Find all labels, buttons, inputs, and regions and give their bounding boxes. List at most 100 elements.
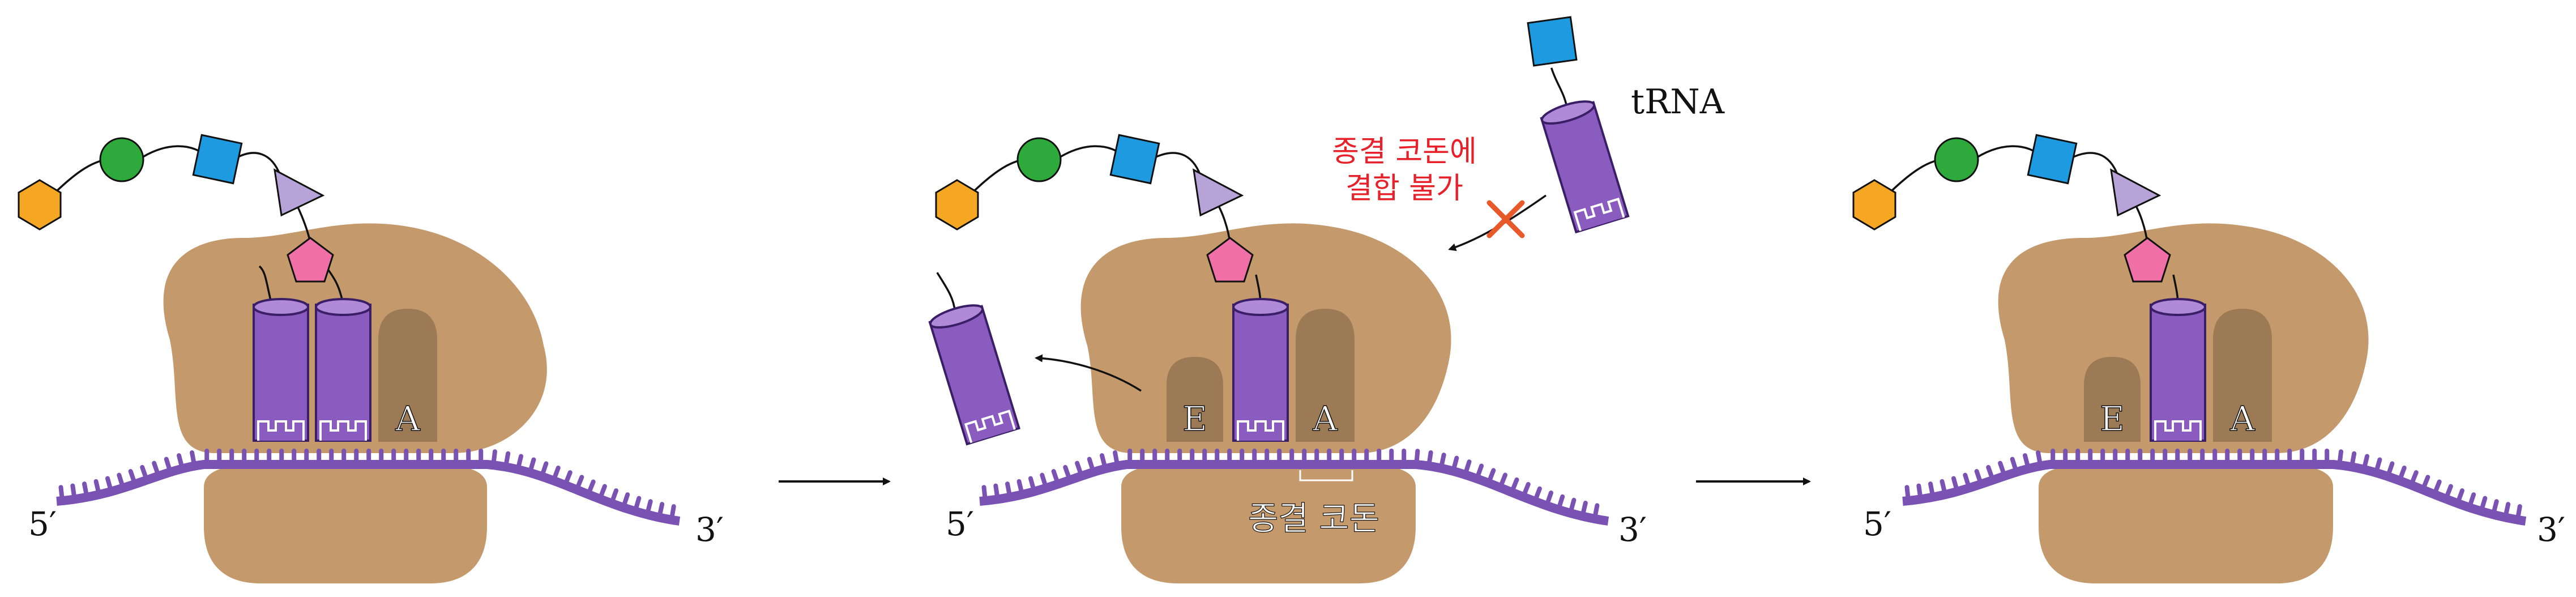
mrna-codon-tick <box>1520 481 1531 500</box>
mrna-codon-tick <box>1438 453 1446 471</box>
a-site-slot <box>2213 309 2272 442</box>
ribosome-small-subunit <box>2039 464 2333 583</box>
mrna-codon-tick <box>2408 470 2419 488</box>
triangle-icon <box>274 168 325 217</box>
mrna-codon-tick <box>1100 453 1108 471</box>
mrna-codon-tick <box>515 454 524 472</box>
mrna-codon-tick <box>551 466 561 483</box>
mrna-codon-tick <box>58 485 65 504</box>
hexagon-icon <box>935 179 979 231</box>
mrna-codon-tick <box>586 479 596 497</box>
hexagon-icon <box>1852 179 1896 231</box>
mrna-codon-tick <box>1592 503 1600 521</box>
mrna-codon-tick <box>82 481 89 500</box>
trna-p-site <box>1232 274 1289 442</box>
triangle-icon <box>1193 168 1244 217</box>
trna-p-site <box>253 265 309 442</box>
mrna-codon-tick <box>993 483 1000 502</box>
cannot-bind-line1: 종결 코돈에 <box>1332 135 1477 169</box>
five-prime-label: 5′ <box>946 505 974 543</box>
square-icon <box>1527 16 1578 67</box>
mrna-codon-tick <box>1040 472 1049 491</box>
mrna-codon-tick <box>105 476 114 494</box>
three-prime-label: 3′ <box>1618 510 1647 549</box>
exit-arrow <box>1035 354 1142 392</box>
stop-codon-label: 종결 코돈 <box>1248 499 1379 538</box>
ribosome-small-subunit <box>204 464 487 583</box>
mrna-codon-tick <box>621 492 630 510</box>
triangle-icon <box>2110 168 2161 217</box>
mrna-codon-tick <box>1426 450 1433 468</box>
a-site-label: A <box>395 399 420 439</box>
a-site-slot <box>378 309 437 442</box>
circle-icon <box>99 137 144 182</box>
mrna-codon-tick <box>190 450 197 468</box>
ribosome-small-subunit <box>1121 464 1416 583</box>
mrna-codon-tick <box>2420 475 2430 492</box>
three-prime-label: 3′ <box>695 510 724 549</box>
five-prime-label: 5′ <box>28 505 57 543</box>
mrna-codon-tick <box>2467 492 2476 510</box>
trna-p-site <box>2150 274 2206 442</box>
a-site-label: A <box>2229 399 2255 439</box>
mrna-codon-tick <box>2503 502 2511 520</box>
mrna-codon-tick <box>1904 485 1911 504</box>
mrna-codon-tick <box>1051 469 1061 487</box>
mrna-codon-tick <box>2023 453 2031 471</box>
mrna-codon-tick <box>527 457 536 475</box>
peptide-chain <box>1852 134 2171 283</box>
mrna-codon-tick <box>1005 481 1013 500</box>
mrna-codon-tick <box>1498 472 1508 490</box>
mrna-codon-tick <box>2432 479 2442 497</box>
mrna <box>56 449 681 526</box>
pentagon-icon <box>287 237 334 283</box>
e-site-label: E <box>1182 399 1207 439</box>
mrna-codon-tick <box>1951 476 1960 494</box>
mrna-codon-tick <box>152 460 161 479</box>
circle-icon <box>1016 137 1062 182</box>
a-site-label: A <box>1312 399 1338 439</box>
blocked-arrow <box>1448 194 1547 251</box>
panel-1: A 5′ 3′ <box>18 134 724 583</box>
mrna-codon-tick <box>1486 468 1496 485</box>
mrna-codon-tick <box>1509 477 1519 495</box>
panel-3: E A 5′ 3′ <box>1852 134 2565 583</box>
mrna-codon-tick <box>1463 459 1472 477</box>
mrna-codon-tick <box>2455 488 2465 506</box>
mrna-codon-tick <box>2385 461 2395 479</box>
mrna-codon-tick <box>562 470 573 488</box>
stop-codon-bracket <box>1299 470 1353 481</box>
mrna-codon-tick <box>1940 479 1948 497</box>
mrna-codon-tick <box>1075 460 1084 479</box>
mrna-codon-tick <box>128 469 138 487</box>
mrna-codon-tick <box>609 488 619 506</box>
mrna-codon-tick <box>597 484 607 501</box>
peptide-chain <box>18 134 334 283</box>
square-icon <box>1109 134 1160 185</box>
mrna-codon-tick <box>70 483 77 502</box>
mrna-codon-tick <box>981 485 988 504</box>
mrna-codon-tick <box>503 451 511 470</box>
mrna-codon-tick <box>2443 484 2453 501</box>
mrna-codon-tick <box>2349 451 2357 470</box>
mrna-codon-tick <box>2010 457 2019 475</box>
mrna-codon-tick <box>644 499 653 517</box>
circle-icon <box>1934 137 1979 182</box>
mrna-codon-tick <box>539 461 549 479</box>
mrna-codon-tick <box>2490 499 2499 517</box>
mrna-codon-tick <box>1928 481 1936 500</box>
mrna-codon-tick <box>2361 454 2370 472</box>
mrna-codon-tick <box>1544 491 1553 508</box>
mrna-codon-tick <box>1963 472 1972 491</box>
incoming-trna <box>1540 67 1630 234</box>
mrna <box>979 449 1609 526</box>
mrna-codon-tick <box>140 464 149 483</box>
square-icon <box>2027 134 2078 185</box>
mrna-codon-tick <box>1087 457 1096 475</box>
square-icon <box>192 134 243 185</box>
mrna-codon-tick <box>1016 479 1025 497</box>
mrna-codon-tick <box>2036 450 2043 468</box>
five-prime-label: 5′ <box>1863 505 1891 543</box>
hexagon-icon <box>18 179 62 231</box>
